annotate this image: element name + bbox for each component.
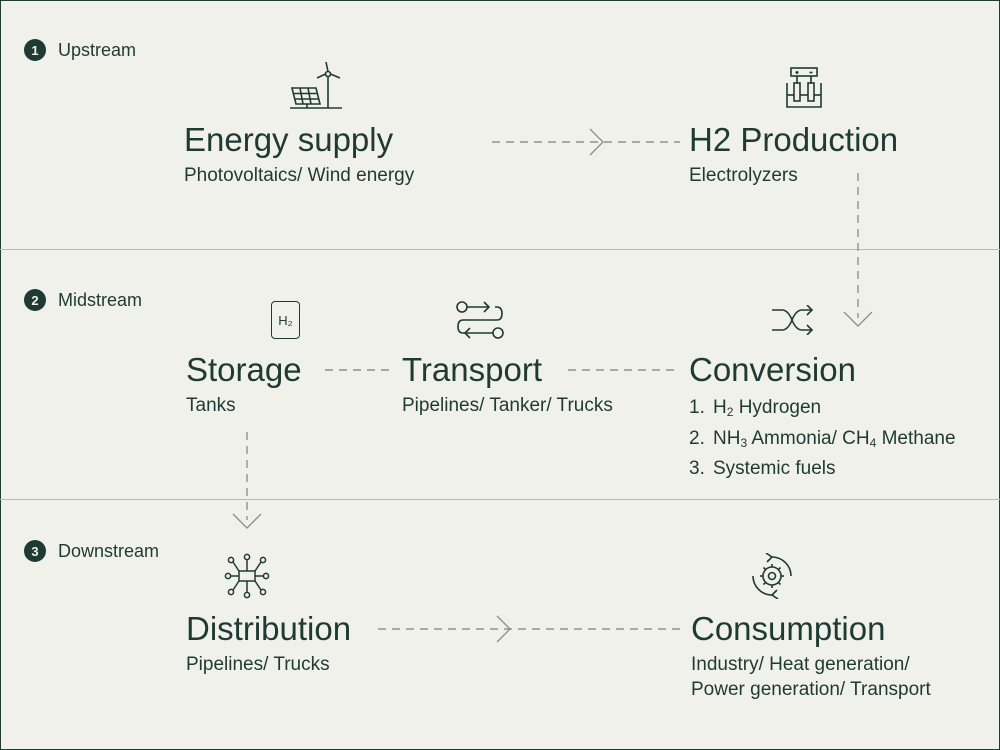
arrow-h2-to-conversion-head xyxy=(843,311,873,327)
solar-wind-icon xyxy=(290,61,342,109)
section-upstream: 1 Upstream xyxy=(24,39,136,61)
node-title: Conversion xyxy=(689,351,856,388)
list-item: 1. H2 Hydrogen xyxy=(689,395,956,426)
node-energy-supply: Energy supply Photovoltaics/ Wind energy xyxy=(184,121,414,188)
list-item-number: 1. xyxy=(689,397,705,418)
section-label-text: Midstream xyxy=(58,289,143,310)
node-title: Storage xyxy=(186,351,302,388)
h2-tank-icon: H₂ xyxy=(271,301,300,339)
node-subtitle: Photovoltaics/ Wind energy xyxy=(184,165,415,186)
list-item-number: 3. xyxy=(689,458,705,479)
upstream-midstream-divider xyxy=(0,249,1000,250)
node-transport: Transport Pipelines/ Tanker/ Trucks xyxy=(402,351,613,418)
list-item-number: 2. xyxy=(689,427,705,449)
list-item-text: H2 Hydrogen xyxy=(713,397,822,419)
node-subtitle: Tanks xyxy=(186,395,236,416)
transport-arrows-icon xyxy=(456,301,504,339)
node-title: Transport xyxy=(402,351,542,388)
node-title: Distribution xyxy=(186,610,352,647)
section-number-badge: 1 xyxy=(24,39,46,61)
node-subtitle: Pipelines/ Trucks xyxy=(186,654,330,675)
section-label-text: Upstream xyxy=(58,39,137,60)
node-consumption: Consumption Industry/ Heat generation/ P… xyxy=(691,610,931,702)
node-conversion: Conversion 1. H2 Hydrogen 2. NH3 Ammonia… xyxy=(689,351,956,482)
midstream-downstream-divider xyxy=(0,499,1000,500)
node-subtitle: Power generation/ Transport xyxy=(691,679,931,700)
node-subtitle: Industry/ Heat generation/ xyxy=(691,654,910,675)
list-item-text: Systemic fuels xyxy=(713,458,836,479)
node-title: Energy supply xyxy=(184,121,394,158)
gear-cycle-icon xyxy=(752,553,792,599)
section-label-text: Downstream xyxy=(58,540,160,561)
section-number-badge: 3 xyxy=(24,540,46,562)
node-h2-production: H2 Production Electrolyzers xyxy=(689,121,898,188)
electrolyzer-icon xyxy=(786,67,822,108)
list-item-text: NH3 Ammonia/ CH4 Methane xyxy=(713,427,956,450)
network-hub-icon xyxy=(224,553,270,599)
arrow-energy-to-h2-head xyxy=(589,128,604,156)
section-downstream: 3 Downstream xyxy=(24,540,159,562)
section-midstream: 2 Midstream xyxy=(24,289,142,311)
node-title: H2 Production xyxy=(689,121,899,158)
node-title: Consumption xyxy=(691,610,886,647)
node-distribution: Distribution Pipelines/ Trucks xyxy=(186,610,351,677)
shuffle-icon xyxy=(772,305,814,335)
conversion-list: 1. H2 Hydrogen 2. NH3 Ammonia/ CH4 Metha… xyxy=(689,395,956,482)
node-subtitle: Pipelines/ Tanker/ Trucks xyxy=(402,395,613,416)
section-number-badge: 2 xyxy=(24,289,46,311)
arrow-distribution-to-consumption-head xyxy=(496,615,511,643)
h2-tank-label: H₂ xyxy=(278,312,293,328)
list-item: 3. Systemic fuels xyxy=(689,456,956,482)
node-storage: Storage Tanks xyxy=(186,351,302,418)
list-item: 2. NH3 Ammonia/ CH4 Methane xyxy=(689,426,956,457)
node-subtitle: Electrolyzers xyxy=(689,165,798,186)
arrow-storage-to-distribution-head xyxy=(232,513,262,529)
